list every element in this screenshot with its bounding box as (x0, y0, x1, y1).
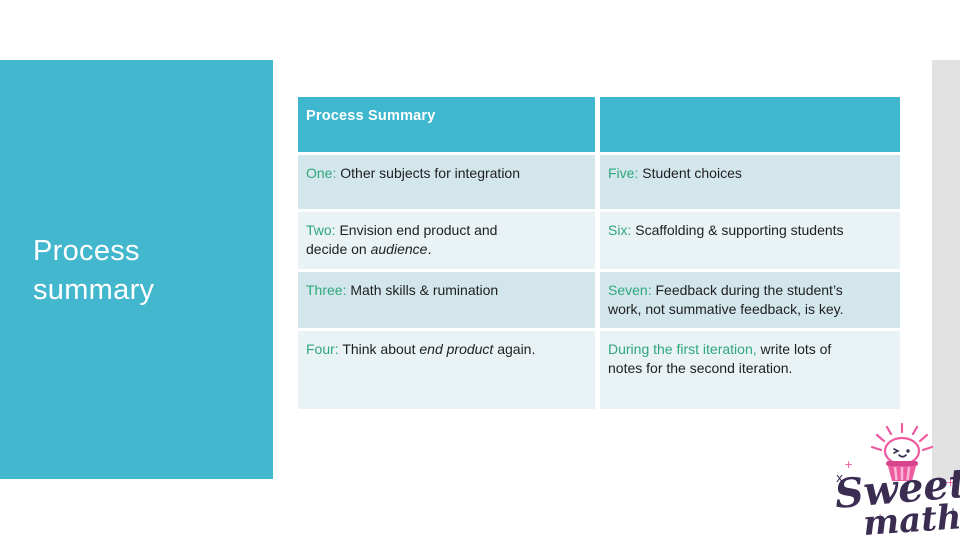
table-header-right (600, 97, 900, 152)
svg-text:+: + (876, 512, 884, 523)
process-summary-table: Process Summary One: Other subjects for … (298, 97, 900, 409)
slide-title: Process summary (33, 232, 154, 310)
right-accent-bar (932, 60, 960, 480)
cell-six: Six: Scaffolding & supporting students (600, 212, 900, 269)
cell-one: One: Other subjects for integration (298, 155, 595, 209)
table-header-left: Process Summary (298, 97, 595, 152)
slide-title-line1: Process (33, 235, 140, 267)
sparkle-icon: + x + + + (836, 458, 958, 523)
cell-seven-label: Seven: (608, 282, 656, 298)
cell-five: Five: Student choices (600, 155, 900, 209)
logo-text-math: math (862, 497, 960, 540)
cell-two-label: Two: (306, 222, 340, 238)
cell-one-label: One: (306, 165, 341, 181)
cell-three-label: Three: (306, 282, 351, 298)
rays-icon (870, 422, 934, 452)
svg-text:+: + (946, 476, 955, 489)
slide-title-line2: summary (33, 274, 155, 306)
cell-four: Four: Think about end product again. (298, 331, 595, 409)
cell-seven: Seven: Feedback during the student’s wor… (600, 272, 900, 328)
svg-text:+: + (948, 505, 958, 519)
cell-five-label: Five: (608, 165, 643, 181)
logo-text-sweet: Sweet (834, 460, 960, 518)
svg-text:x: x (836, 471, 843, 485)
cell-iteration-note: During the first iteration, write lots o… (600, 331, 900, 409)
cell-three: Three: Math skills & rumination (298, 272, 595, 328)
cell-iteration-note-label: During the first iteration, (608, 341, 757, 357)
cell-two: Two: Envision end product and decide on … (298, 212, 595, 269)
cell-six-label: Six: (608, 222, 636, 238)
cupcake-icon: + x + + + Sweet math (833, 422, 960, 544)
svg-text:+: + (844, 458, 853, 471)
title-panel: Process summary (0, 60, 273, 479)
cell-four-label: Four: (306, 341, 343, 357)
sweet-math-logo: + x + + + Sweet math (833, 422, 960, 544)
table-header-label: Process Summary (306, 108, 436, 124)
